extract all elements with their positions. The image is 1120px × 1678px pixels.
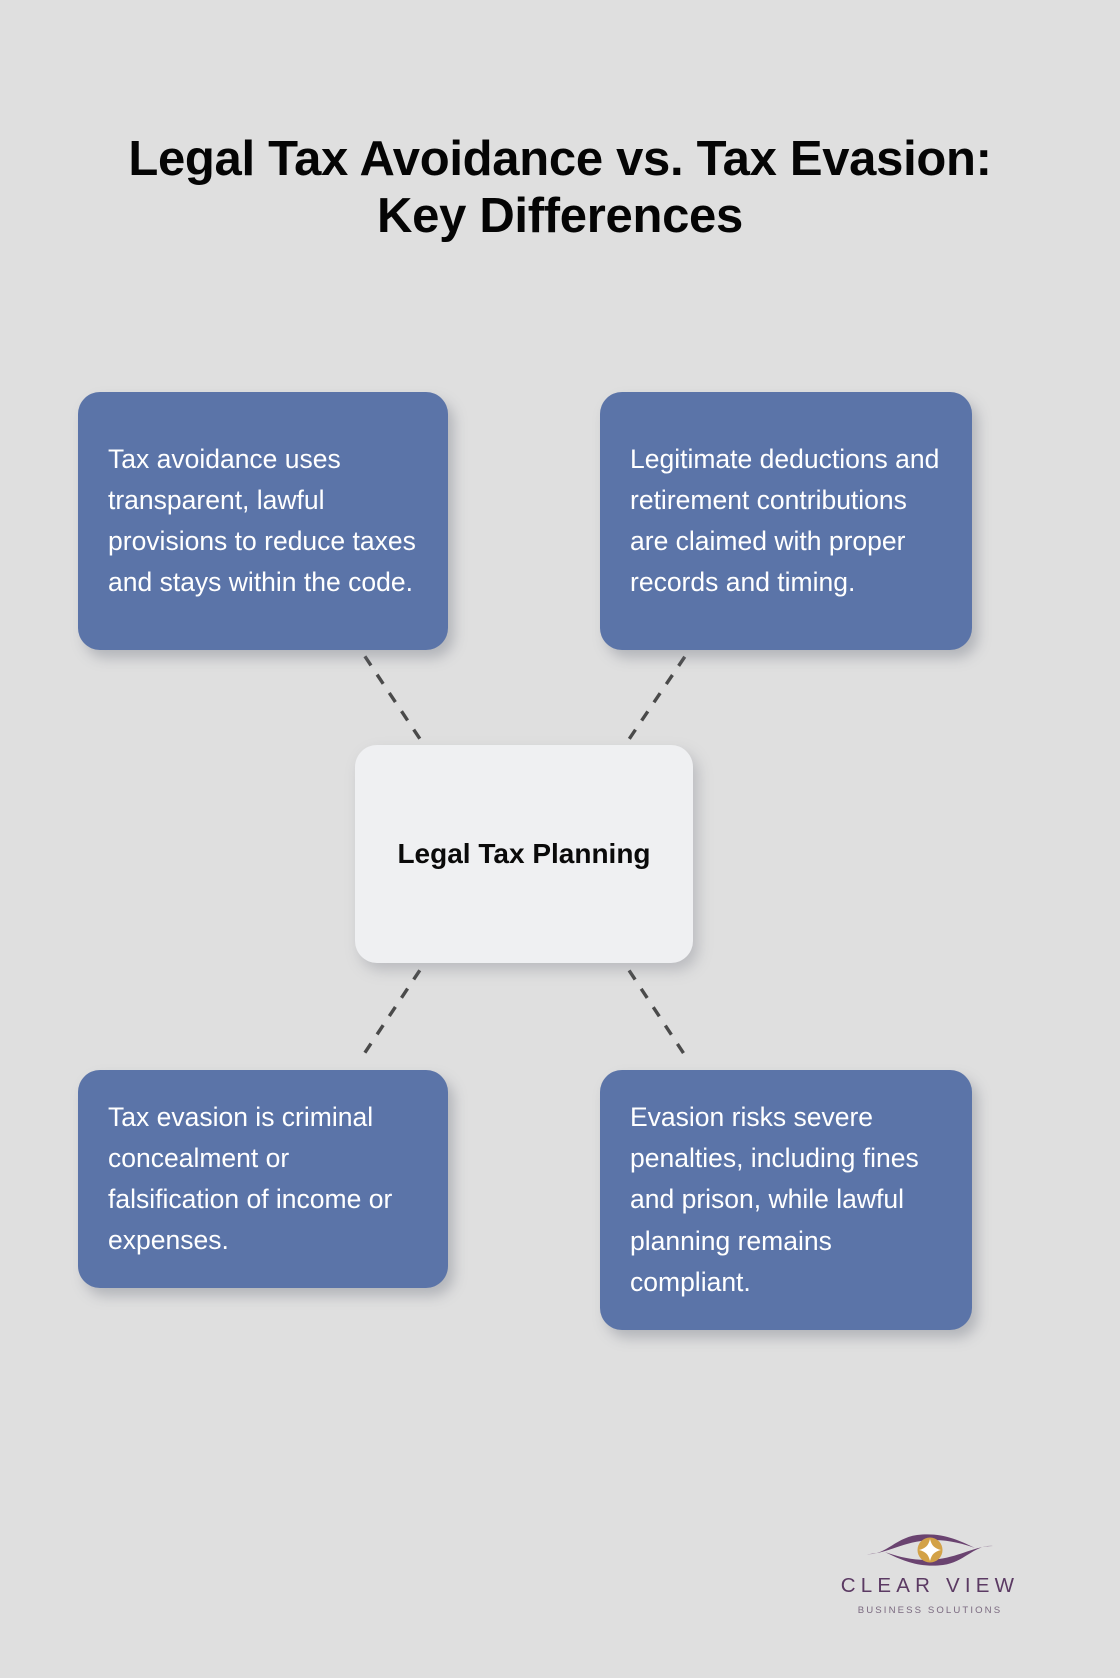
node-bottom-left: Tax evasion is criminal concealment or f… (78, 1070, 448, 1288)
node-top-left-text: Tax avoidance uses transparent, lawful p… (108, 443, 416, 598)
connector-center-to-top-left (360, 651, 434, 758)
node-center: Legal Tax Planning (355, 745, 693, 963)
brand-logo: CLEAR VIEW BUSINESS SOLUTIONS (830, 1528, 1030, 1628)
node-top-right: Legitimate deductions and retirement con… (600, 392, 972, 650)
node-top-left: Tax avoidance uses transparent, lawful p… (78, 392, 448, 650)
connector-center-to-top-right (615, 651, 690, 758)
node-bottom-right-text: Evasion risks severe penalties, includin… (630, 1102, 919, 1297)
eye-star-icon (867, 1534, 993, 1566)
connector-center-to-bottom-right (615, 951, 690, 1061)
logo-name: CLEAR VIEW (840, 1574, 1020, 1597)
connector-center-to-bottom-left (358, 951, 434, 1061)
logo-tagline: BUSINESS SOLUTIONS (857, 1605, 1003, 1616)
node-bottom-left-text: Tax evasion is criminal concealment or f… (108, 1101, 393, 1256)
node-center-label: Legal Tax Planning (397, 837, 651, 869)
node-bottom-right: Evasion risks severe penalties, includin… (600, 1070, 972, 1330)
page-title: Legal Tax Avoidance vs. Tax Evasion: Key… (128, 131, 992, 243)
node-top-right-text: Legitimate deductions and retirement con… (630, 443, 940, 598)
